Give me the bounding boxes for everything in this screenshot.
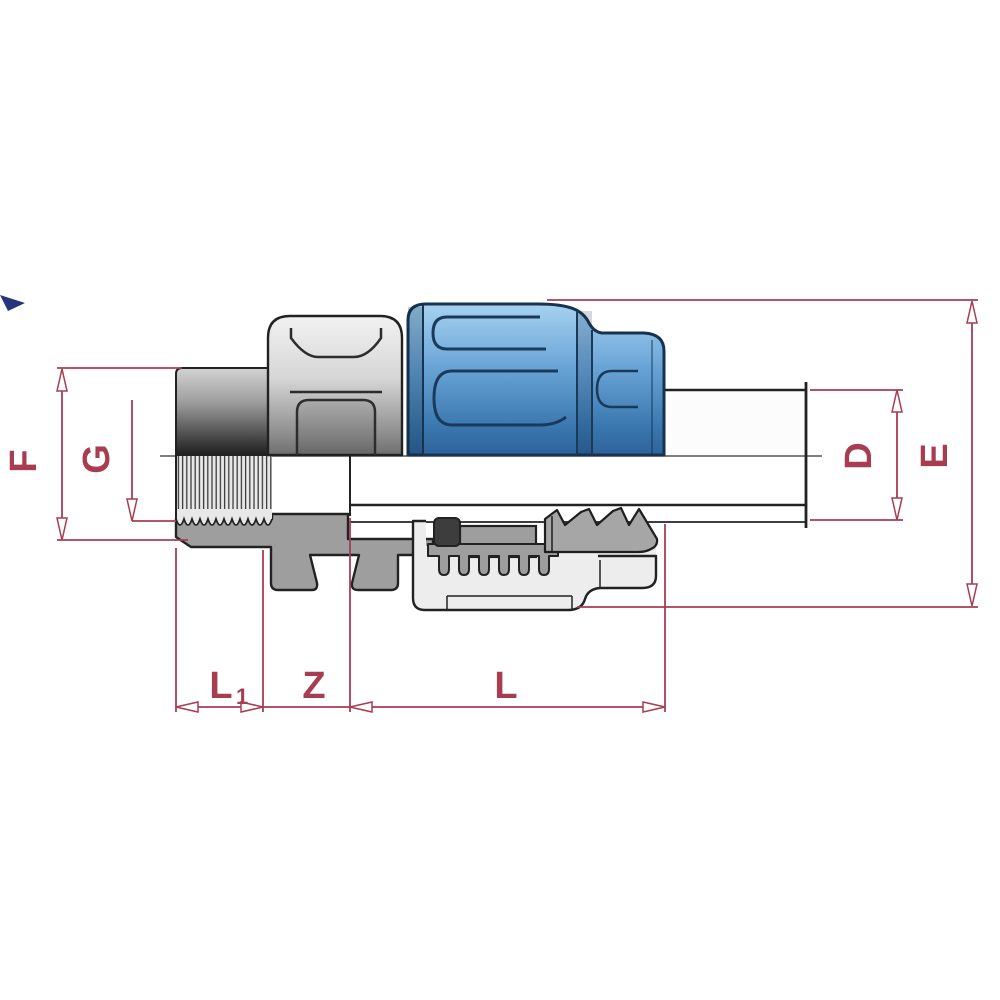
grip-ring-section [543, 506, 659, 554]
label-Z: Z [302, 665, 325, 707]
dimensions [56, 299, 978, 713]
dimension-E [547, 299, 978, 608]
cursor-artifact [0, 295, 25, 311]
label-L1-subscript: 1 [236, 684, 248, 709]
dimension-F [56, 367, 188, 541]
thread-section [175, 455, 273, 526]
body-section [174, 456, 435, 592]
label-D: D [838, 442, 880, 469]
seal-oring [433, 517, 461, 547]
threaded-end-cylinder [175, 367, 273, 456]
body-collar [266, 314, 404, 457]
label-G: G [76, 444, 118, 474]
dimension-G [126, 400, 176, 522]
compression-nut-blue [406, 302, 666, 457]
nut-lower-section [411, 519, 658, 612]
dimension-labels: F G D E L 1 Z L [3, 442, 956, 709]
label-F: F [3, 449, 45, 472]
label-L: L [494, 665, 517, 707]
body-lower-wall [174, 512, 435, 592]
clamp-ring-section [427, 524, 559, 576]
label-E: E [914, 443, 956, 468]
label-L1: L [209, 665, 232, 707]
dimension-bottom-chain [175, 518, 666, 713]
dimension-D [810, 389, 903, 521]
pipe [350, 382, 808, 528]
